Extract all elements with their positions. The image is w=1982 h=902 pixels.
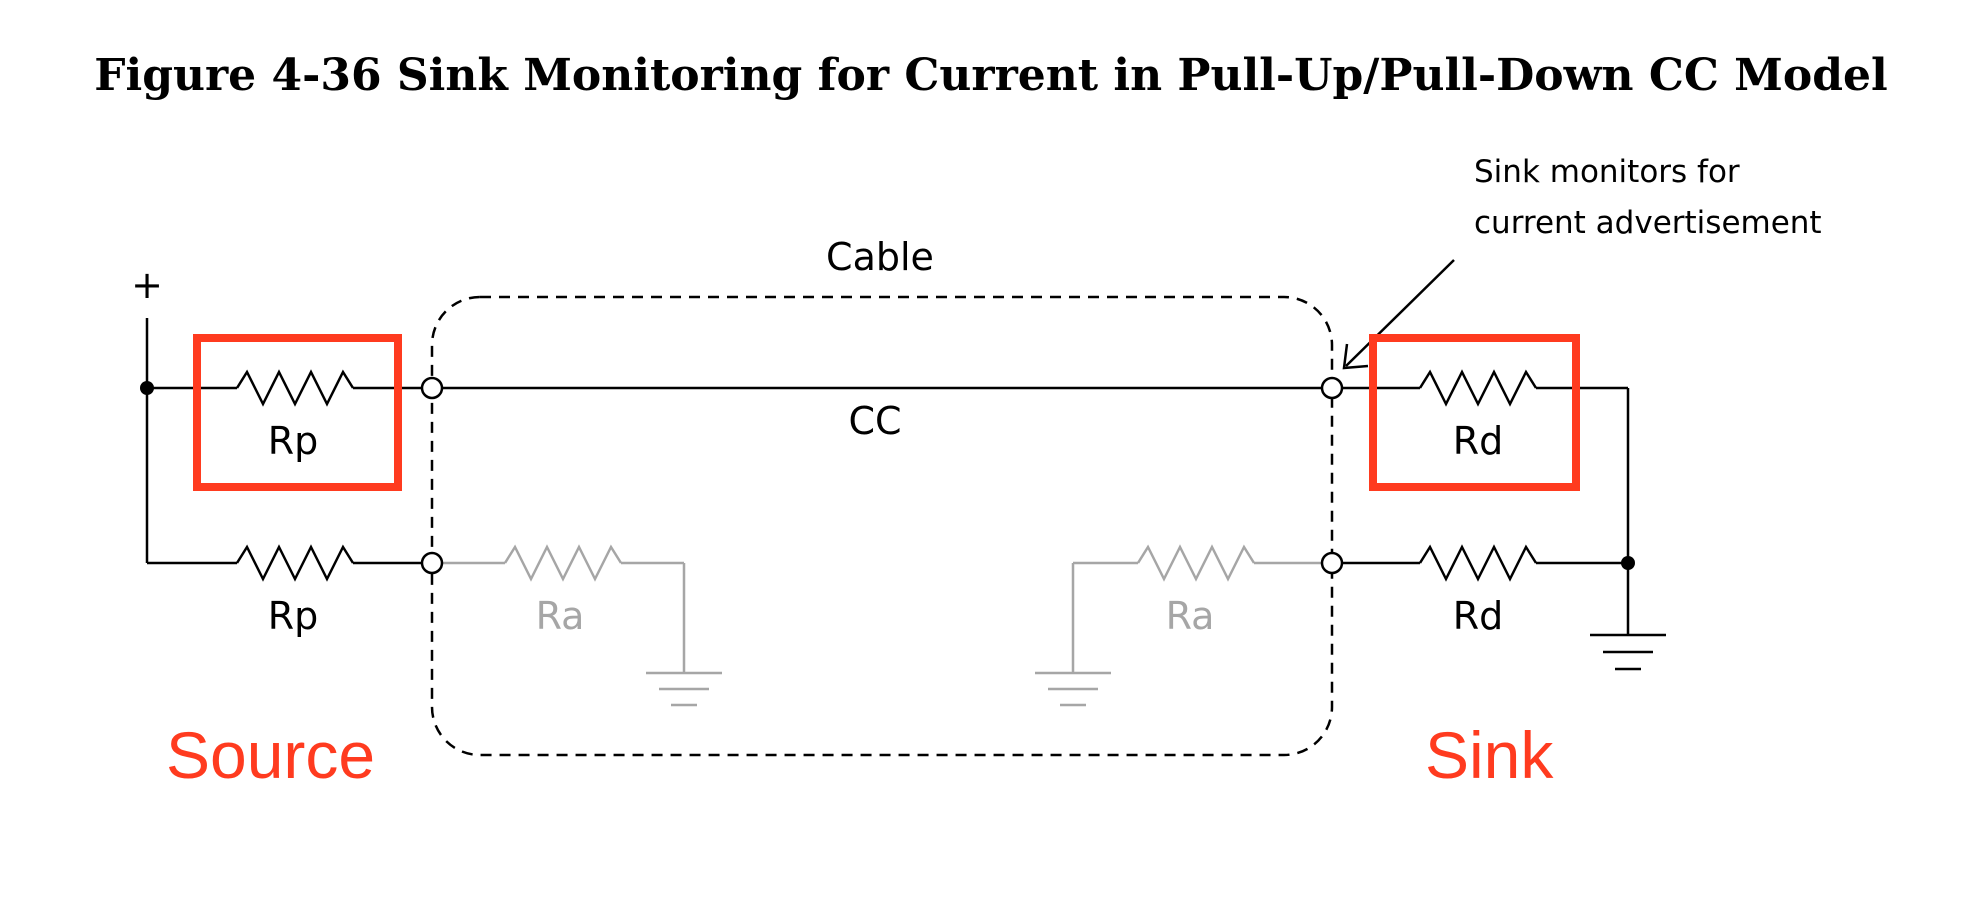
ground-symbol-ra-right — [1035, 671, 1111, 707]
ground-symbol-sink — [1590, 633, 1666, 671]
ra-right-label: Ra — [1166, 594, 1215, 638]
annotation-line-1: Sink monitors for — [1474, 154, 1740, 190]
resistor-rd-top — [1418, 369, 1538, 407]
annotation-arrow-line — [1345, 259, 1455, 367]
cc-label: CC — [848, 399, 901, 443]
rd-bottom-label: Rd — [1453, 594, 1504, 638]
rp-top-label: Rp — [268, 419, 319, 463]
plus-label: + — [131, 263, 163, 307]
ra-left-label: Ra — [536, 594, 585, 638]
rd-top-label: Rd — [1453, 419, 1504, 463]
figure-title: Figure 4-36 Sink Monitoring for Current … — [94, 50, 1888, 101]
ground-symbol-ra-left — [646, 671, 722, 707]
resistor-rd-bottom — [1418, 544, 1538, 582]
port-circle-source-cc — [420, 376, 444, 400]
highlight-box-rp — [193, 334, 402, 491]
cable-boundary — [430, 295, 1334, 757]
port-circle-sink-vconn — [1320, 551, 1344, 575]
port-circle-sink-cc — [1320, 376, 1344, 400]
resistor-rp-top — [235, 369, 355, 407]
resistor-ra-right — [1136, 544, 1256, 582]
sink-label: Sink — [1425, 718, 1554, 792]
annotation-arrowhead — [1342, 343, 1369, 370]
sink-junction-dot — [1621, 556, 1635, 570]
highlight-box-rd — [1369, 334, 1580, 491]
source-label: Source — [166, 718, 375, 792]
cable-label: Cable — [826, 235, 934, 279]
resistor-rp-bottom — [235, 544, 355, 582]
resistor-ra-left — [503, 544, 623, 582]
annotation-line-2: current advertisement — [1474, 205, 1822, 241]
port-circle-source-vconn — [420, 551, 444, 575]
rp-bottom-label: Rp — [268, 594, 319, 638]
